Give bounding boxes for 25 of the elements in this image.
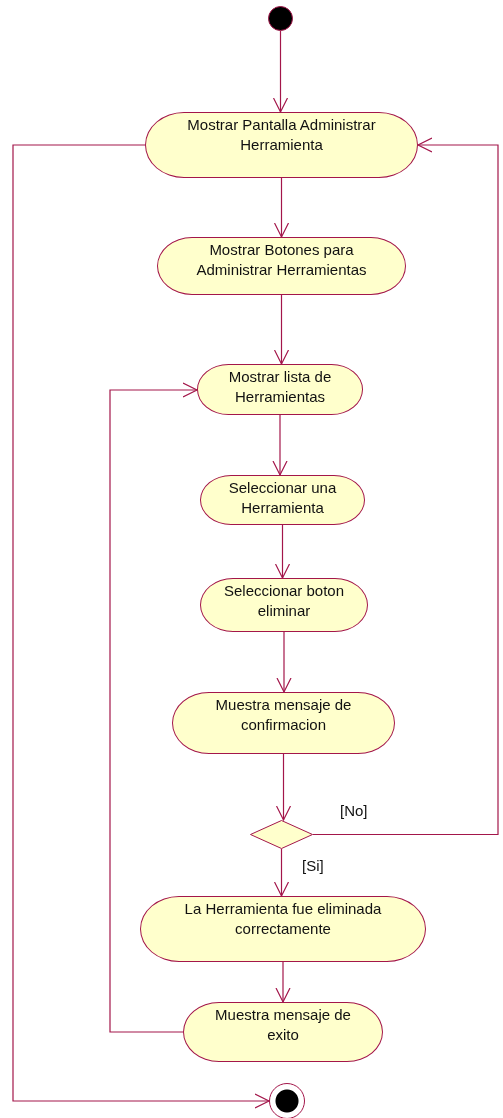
start-node [268,6,293,31]
arrow [312,137,499,836]
arrow [273,177,290,238]
activity-label: Mostrar Botones para Administrar Herramientas [195,240,368,280]
arrow [273,848,290,897]
edge-label: [Si] [300,857,326,874]
arrow [275,961,291,1003]
activity-label: Muestra mensaje de exito [214,1005,352,1045]
decision-diamond [250,820,313,849]
arrow [109,382,198,1033]
end-node [269,1083,305,1118]
arrow [272,30,289,113]
arrow [275,753,292,821]
activity-label: Muestra mensaje de confirmacion [214,695,353,735]
arrow [276,631,292,693]
activity-label: Mostrar lista de Herramientas [227,367,333,407]
activity-label: Seleccionar boton eliminar [222,581,346,621]
arrow [274,524,291,579]
edge-label: [No] [338,802,370,819]
activity-label: Mostrar Pantalla Administrar Herramienta [186,115,377,155]
arrow [272,414,288,476]
activity-label: Seleccionar una Herramienta [227,478,338,518]
arrow [12,144,270,1109]
activity-label: La Herramienta fue eliminada correctamente [183,899,383,939]
arrow [273,294,290,365]
